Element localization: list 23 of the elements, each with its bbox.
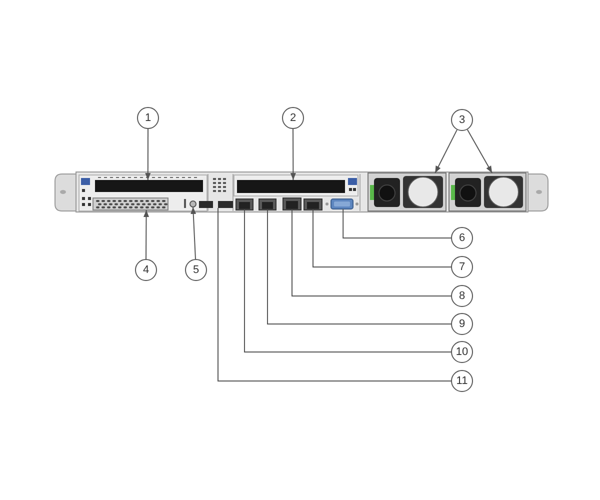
leader-line [190,206,196,260]
leader-line [244,210,452,352]
callout-number: 4 [135,259,157,281]
callout-number: 8 [451,285,473,307]
leader-line [466,129,493,174]
leader-line [290,128,296,180]
leader-line [143,210,150,260]
callout-number: 7 [451,256,473,278]
leader-line [292,210,452,296]
callout-number: 9 [451,313,473,335]
leader-line [434,129,458,174]
callout-number: 5 [185,259,207,281]
callout-number: 10 [451,341,473,363]
callout-number: 6 [451,227,473,249]
callout-number: 11 [451,370,473,392]
leader-line [145,128,151,180]
leader-line [342,208,452,238]
callout-number: 1 [137,107,159,129]
leader-line [218,208,452,382]
leader-line [312,210,452,268]
callout-number: 2 [282,107,304,129]
leader-line [267,210,452,324]
callout-number: 3 [451,109,473,131]
